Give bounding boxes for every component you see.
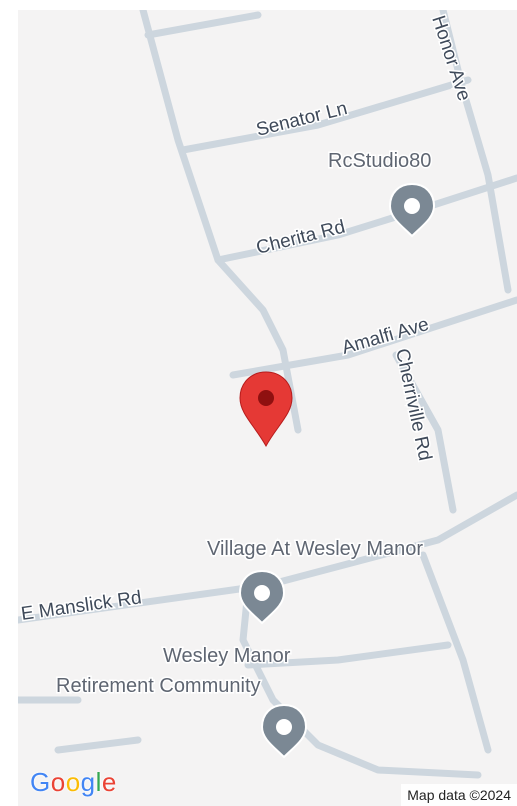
- road-amalfi-ave: [229, 296, 517, 379]
- poi-label-rcstudio: RcStudio80: [328, 150, 431, 172]
- street-label-cherita-rd: Cherita Rd: [254, 217, 347, 259]
- poi-pin-village[interactable]: [238, 569, 286, 625]
- street-label-cherriville-rd: Cherriville Rd: [391, 347, 435, 463]
- street-label-e-manslick-rd: E Manslick Rd: [20, 587, 143, 625]
- street-label-senator-ln: Senator Ln: [254, 98, 349, 141]
- google-logo-letter: o: [50, 767, 66, 797]
- google-logo-letter: g: [80, 767, 96, 797]
- poi-pin-wesley-manor[interactable]: [260, 703, 308, 759]
- google-logo-letter: e: [101, 767, 117, 797]
- poi-label-village: Village At Wesley Manor: [207, 538, 423, 560]
- google-logo-letter: G: [30, 767, 51, 797]
- road-cherriville-rd: [392, 351, 457, 514]
- road-south-east: [419, 551, 492, 754]
- road-honor-ave: [439, 10, 512, 294]
- location-marker-pin[interactable]: [239, 371, 293, 448]
- poi-label-wesley-2: Retirement Community: [56, 675, 261, 697]
- road-southwest-2: [54, 736, 142, 754]
- road-e-manslick-rd: [18, 491, 517, 624]
- google-logo[interactable]: Google: [30, 767, 117, 798]
- road-top: [144, 11, 262, 39]
- road-cherita-rd: [214, 174, 517, 264]
- poi-label-wesley-1: Wesley Manor: [163, 645, 291, 667]
- road-south-inner: [244, 641, 452, 669]
- google-logo-letter: o: [65, 767, 81, 797]
- map-layer: Honor Ave Senator Ln Cherita Rd Amalfi A…: [18, 10, 517, 779]
- google-logo-letter: l: [95, 767, 102, 797]
- poi-pin-rcstudio[interactable]: [388, 182, 436, 238]
- map-canvas[interactable]: Honor Ave Senator Ln Cherita Rd Amalfi A…: [18, 10, 517, 806]
- street-label-amalfi-ave: Amalfi Ave: [340, 314, 432, 359]
- map-attribution[interactable]: Map data ©2024: [401, 784, 517, 806]
- road-senator-ln: [179, 76, 472, 154]
